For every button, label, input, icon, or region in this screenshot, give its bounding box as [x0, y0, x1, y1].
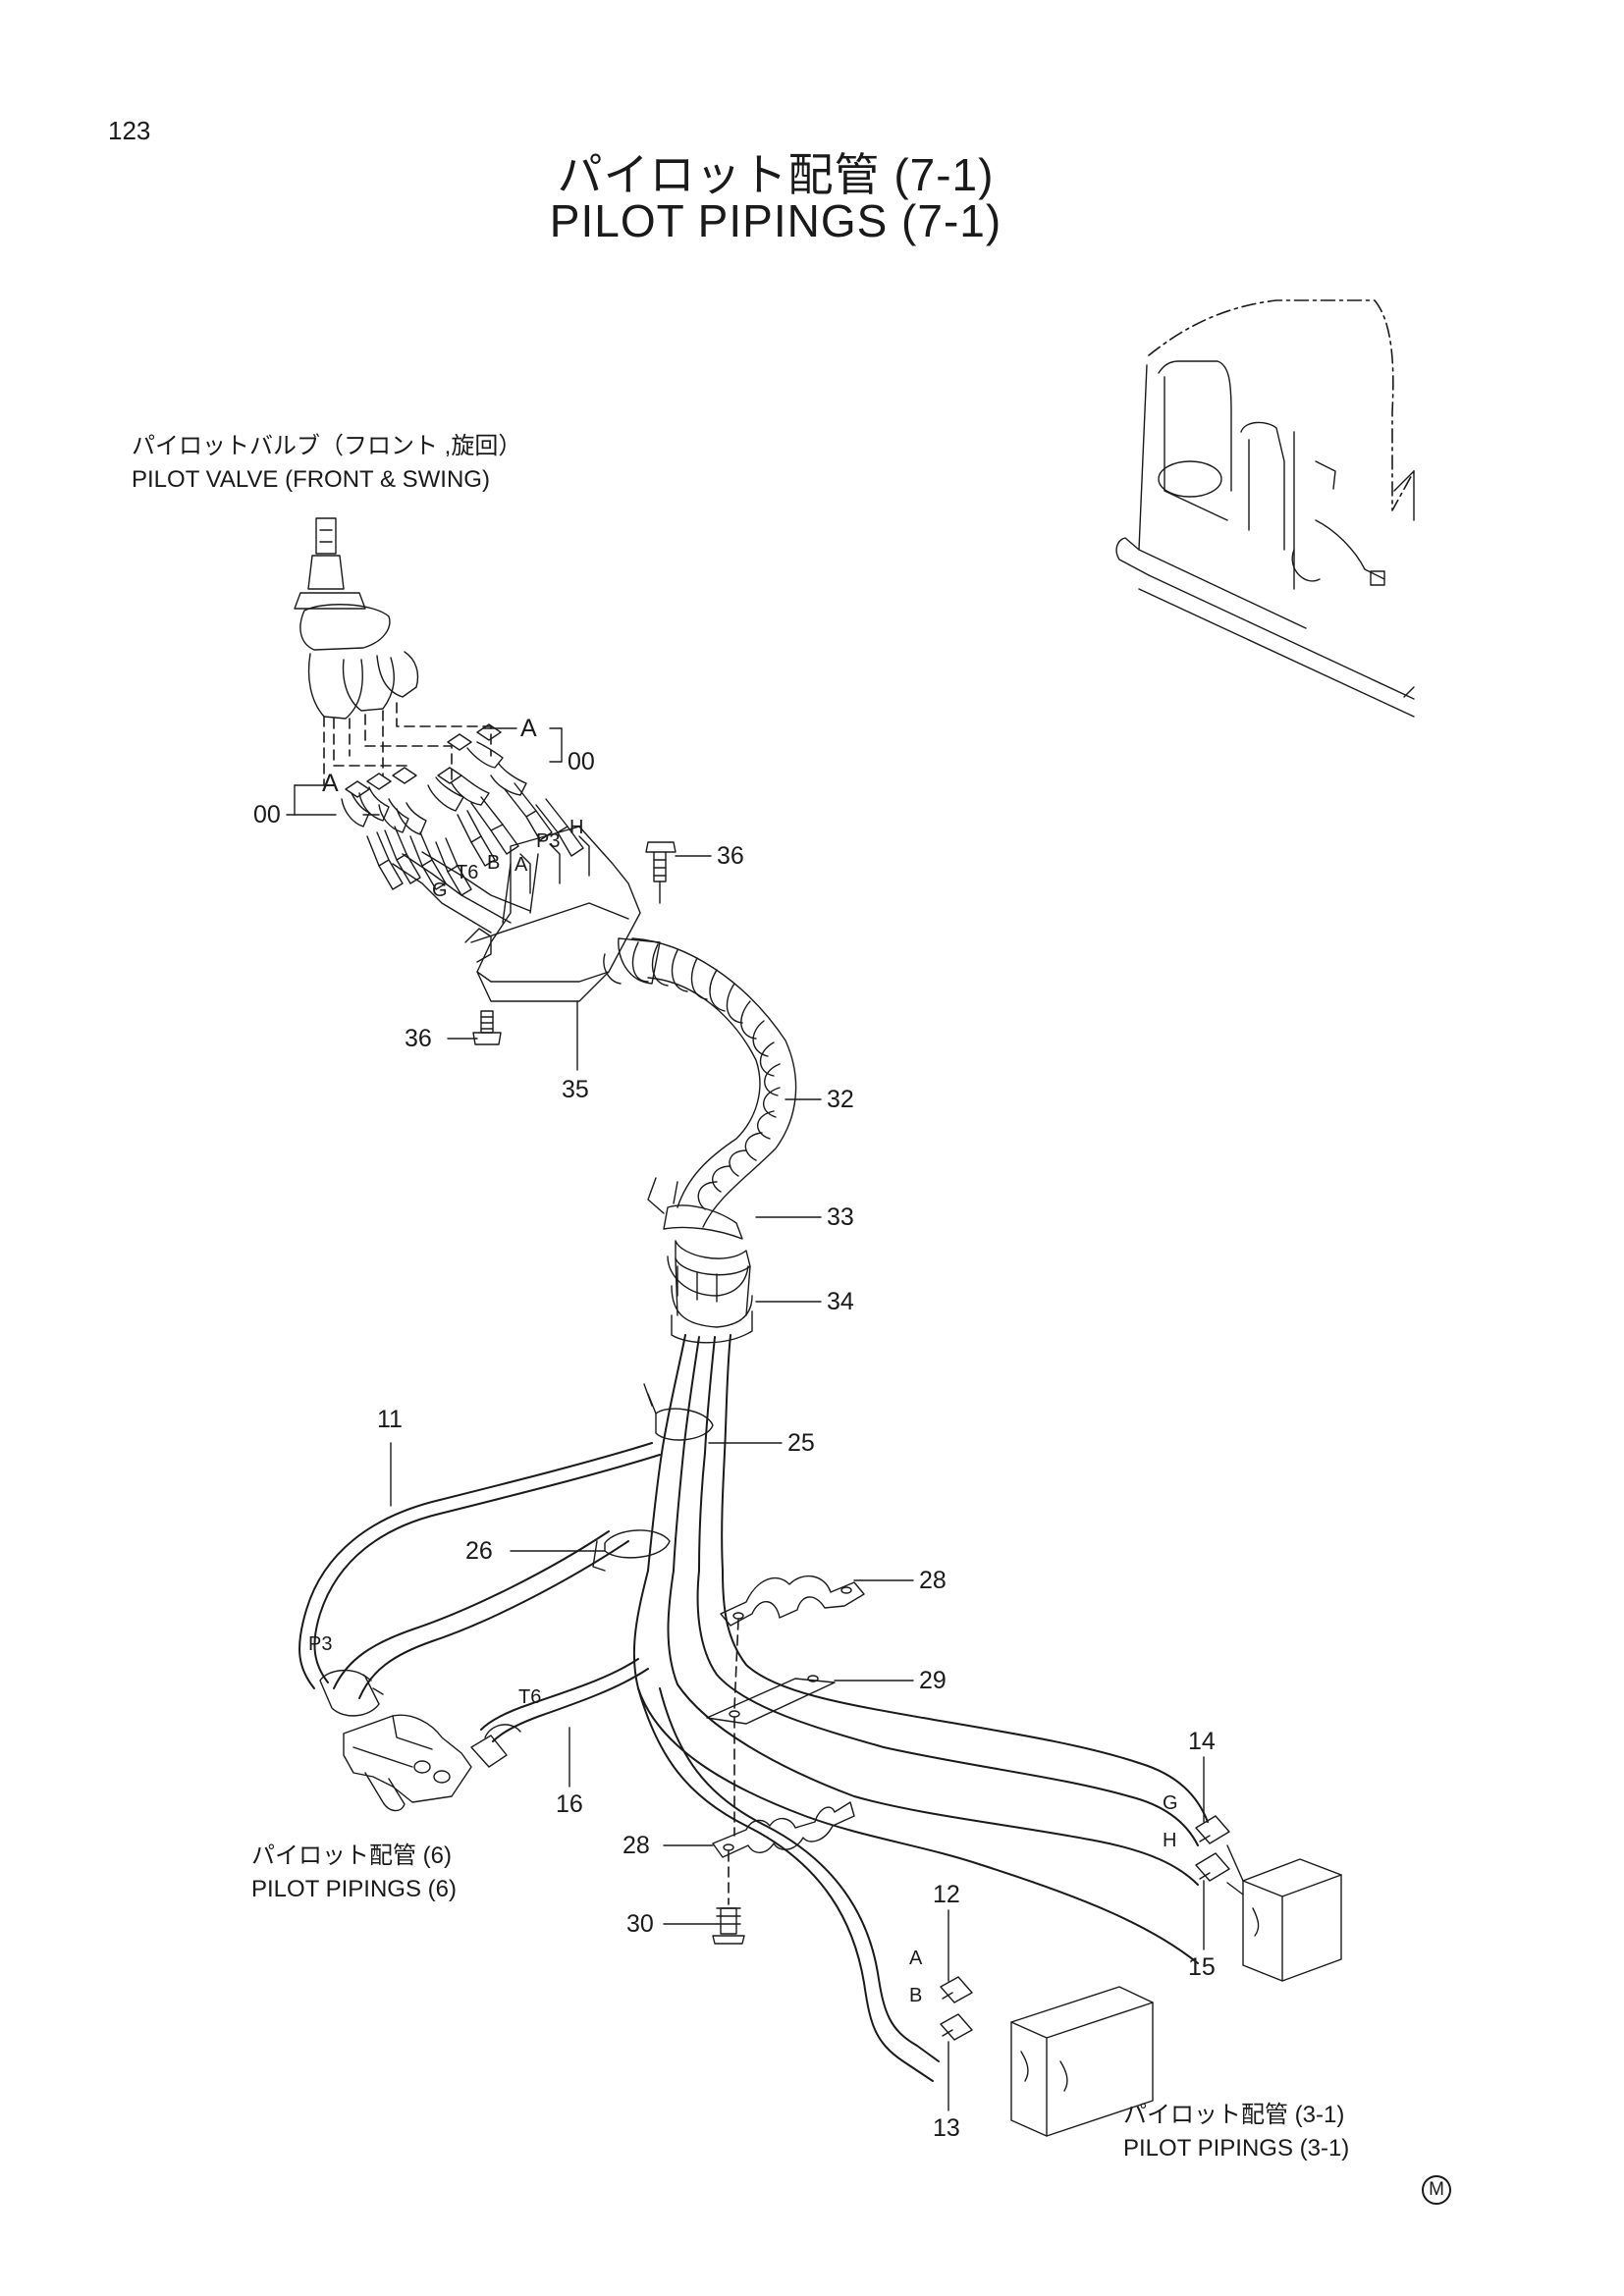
callout-16: 16	[556, 1790, 583, 1818]
hose-11	[298, 1442, 661, 1689]
callout-28-top: 28	[919, 1567, 947, 1594]
callout-29: 29	[919, 1667, 947, 1694]
callout-36-left: 36	[405, 1025, 432, 1052]
port-label-b-top: B	[487, 852, 501, 874]
callout-34: 34	[827, 1288, 854, 1315]
pilot-pipings-6-caption-english: PILOT PIPINGS (6)	[251, 1876, 457, 1902]
port-label-p3-bottom: P3	[308, 1633, 333, 1655]
pilot-pipings-3-1-caption-japanese: パイロット配管 (3-1)	[1123, 2102, 1345, 2128]
pilot-valve-caption-japanese: パイロットバルブ（フロント ,旋回）	[132, 433, 522, 459]
port-label-g-bottom: G	[1163, 1792, 1178, 1814]
callout-30: 30	[626, 1910, 654, 1938]
hose-clamp-and-grommet	[647, 1177, 753, 1344]
pilot-pipings-6-caption-japanese: パイロット配管 (6)	[251, 1842, 452, 1869]
port-label-a-top: A	[514, 854, 528, 876]
callout-11: 11	[377, 1406, 403, 1433]
callout-26: 26	[465, 1537, 493, 1565]
port-label-p3-top: P3	[536, 830, 561, 852]
callout-32: 32	[827, 1086, 854, 1113]
port-label-g-top: G	[432, 880, 448, 901]
callout-25: 25	[787, 1429, 815, 1457]
pilot-hose-bundle	[333, 1334, 1209, 2082]
callout-36-top: 36	[717, 842, 744, 870]
corrugated-hose	[603, 937, 797, 1228]
pilot-pipings-3-1-block	[1010, 1986, 1154, 2137]
callout-35: 35	[562, 1076, 589, 1103]
page-title-japanese: パイロット配管 (7-1)	[557, 149, 995, 200]
callout-33: 33	[827, 1203, 854, 1231]
callout-13: 13	[933, 2114, 960, 2142]
callout-15: 15	[1188, 1953, 1216, 1981]
pilot-valve-block-right	[1226, 1844, 1342, 1982]
port-label-t6-top: T6	[456, 862, 479, 883]
callout-12: 12	[933, 1881, 960, 1908]
callout-a-right: A	[520, 715, 537, 742]
pilot-valve-caption-english: PILOT VALVE (FRONT & SWING)	[132, 466, 490, 493]
callout-28-bottom: 28	[623, 1832, 650, 1859]
excavator-cab-locator-illustration	[1115, 299, 1415, 718]
bolt-36-left	[472, 1010, 502, 1045]
port-label-h-top: H	[569, 817, 584, 838]
clamp-plate-assembly	[706, 1575, 865, 1945]
hose-bands	[592, 1383, 714, 1572]
page-title-english: PILOT PIPINGS (7-1)	[549, 195, 1002, 246]
leader-lines	[286, 727, 1205, 2111]
callout-14: 14	[1188, 1728, 1216, 1755]
hose-16	[480, 1658, 649, 1742]
model-marker-badge: M	[1422, 2175, 1451, 2205]
port-label-t6-bottom: T6	[518, 1686, 542, 1708]
callout-00-left: 00	[253, 801, 281, 828]
callout-a-left: A	[322, 770, 339, 797]
pilot-valve-fittings	[341, 723, 584, 896]
port-label-h-bottom: H	[1163, 1830, 1177, 1851]
callout-00-right: 00	[568, 748, 595, 775]
hose-connection-box	[392, 826, 641, 1002]
port-label-a-bottom: A	[909, 1948, 923, 1969]
pilot-pipings-6-block	[319, 1670, 521, 1812]
port-label-b-bottom: B	[909, 1985, 923, 2006]
pilot-pipings-3-1-caption-english: PILOT PIPINGS (3-1)	[1123, 2135, 1350, 2162]
page-number: 123	[108, 116, 151, 145]
bolt-36-top	[645, 841, 677, 904]
pilot-valve-illustration	[294, 517, 492, 786]
hose-end-fittings	[940, 1815, 1230, 2041]
